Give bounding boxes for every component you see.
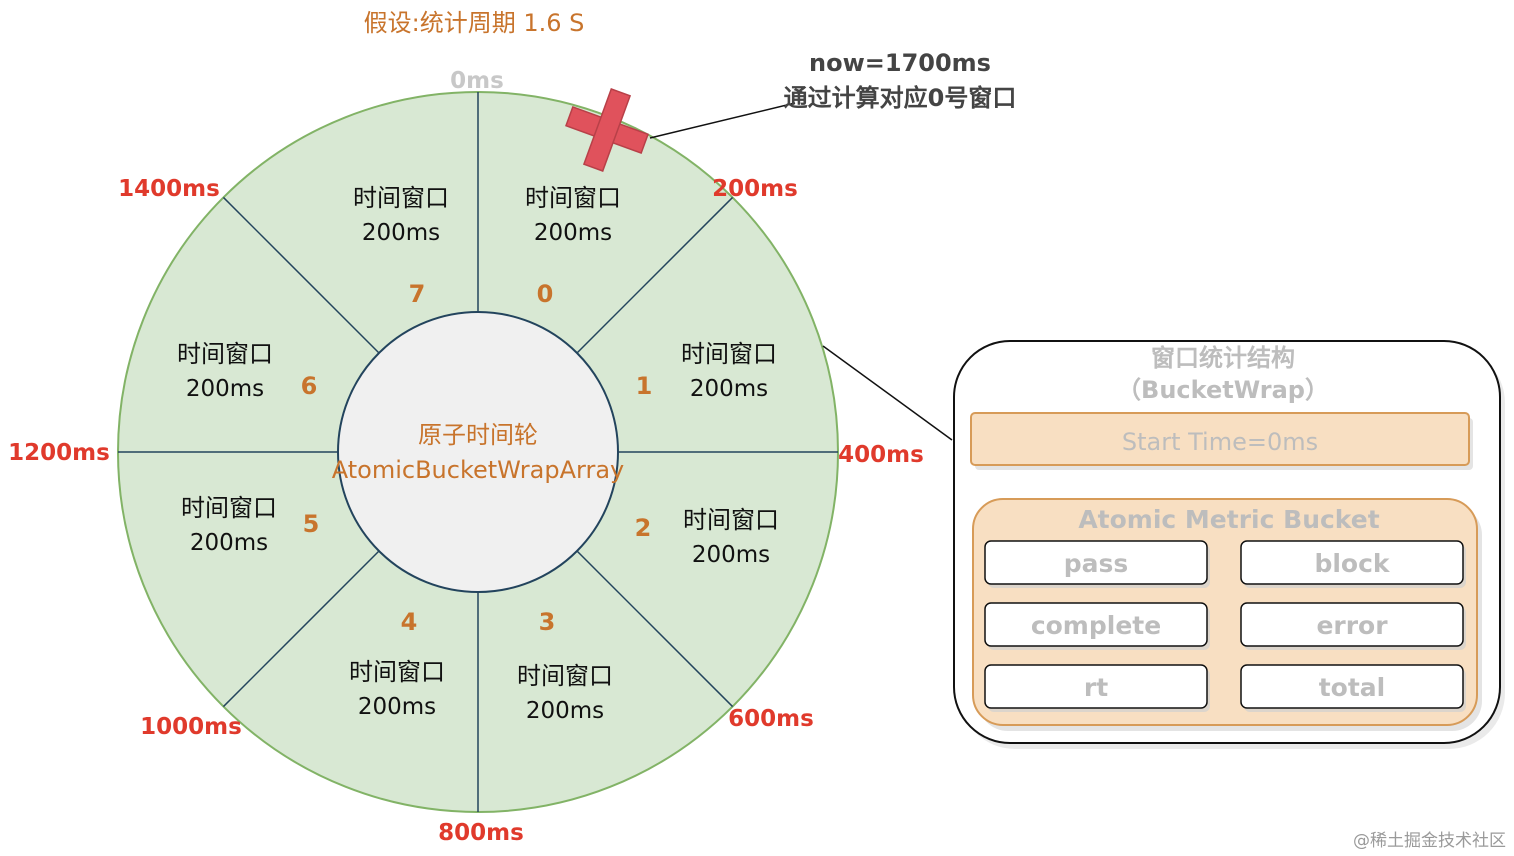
window-index: 5 [303,510,320,538]
window-title: 时间窗口 [181,494,277,522]
window-slot-3: 时间窗口 200ms 3 [517,608,613,724]
now-pointer-line [649,102,796,139]
window-slot-7: 时间窗口 200ms 7 [353,184,449,308]
window-title: 时间窗口 [525,184,621,212]
window-size: 200ms [534,220,612,246]
window-size: 200ms [692,542,770,568]
bucket-wrap-panel: 窗口统计结构 （BucketWrap） Start Time=0ms Atomi… [953,340,1505,749]
now-label: now=1700ms [809,49,991,77]
cross-icon [565,88,649,172]
metric-field-complete: complete [984,602,1210,650]
boundary-label-4: 800ms [438,820,524,846]
panel-subtitle: （BucketWrap） [1117,376,1329,404]
window-title: 时间窗口 [349,658,445,686]
spoke-line [222,196,380,354]
hub-name: 原子时间轮 [418,421,538,449]
boundary-label-5: 1000ms [140,714,242,740]
boundary-label-6: 1200ms [8,440,110,466]
metric-field-rt: rt [984,664,1210,712]
start-time-text: Start Time=0ms [1122,428,1318,456]
spoke-line [576,550,734,708]
start-time-box: Start Time=0ms [970,412,1473,470]
window-size: 200ms [190,530,268,556]
window-slot-2: 时间窗口 200ms 2 [635,506,779,568]
boundary-label-0: 0ms [450,68,504,94]
diagram-title: 假设:统计周期 1.6 S [364,9,585,37]
window-index: 2 [635,514,652,542]
panel-connector-line [822,345,953,441]
window-index: 7 [409,280,426,308]
wheel-spokes [118,92,838,812]
window-slot-5: 时间窗口 200ms 5 [181,494,319,556]
time-wheel: 原子时间轮 AtomicBucketWrapArray [117,91,839,813]
window-title: 时间窗口 [177,340,273,368]
window-size: 200ms [690,376,768,402]
window-slot-0: 时间窗口 200ms 0 [525,184,621,308]
atomic-metric-bucket: Atomic Metric Bucket pass block complete… [972,498,1482,731]
window-index: 4 [401,608,418,636]
metric-label: block [1314,549,1390,578]
metric-field-pass: pass [984,540,1210,588]
wheel-hub [337,311,619,593]
mapping-label: 通过计算对应0号窗口 [784,84,1017,112]
metric-label: complete [1031,611,1161,640]
metric-label: total [1319,673,1386,702]
window-index: 6 [301,372,318,400]
boundary-labels: 0ms 200ms 400ms 600ms 800ms 1000ms 1200m… [8,68,924,846]
window-title: 时间窗口 [683,506,779,534]
metric-label: error [1316,611,1388,640]
window-index: 3 [539,608,556,636]
window-size: 200ms [358,694,436,720]
watermark: @稀土掘金技术社区 [1353,831,1506,851]
metric-label: pass [1064,549,1129,578]
window-slot-6: 时间窗口 200ms 6 [177,340,317,402]
spoke-line [576,196,734,354]
window-title: 时间窗口 [353,184,449,212]
window-index: 1 [636,372,653,400]
panel-title: 窗口统计结构 [1151,344,1295,372]
window-slot-4: 时间窗口 200ms 4 [349,608,445,720]
boundary-label-2: 400ms [838,442,924,468]
window-size: 200ms [186,376,264,402]
metric-label: rt [1084,673,1108,702]
window-title: 时间窗口 [517,662,613,690]
window-size: 200ms [362,220,440,246]
spoke-line [222,550,380,708]
boundary-label-7: 1400ms [118,176,220,202]
window-slot-1: 时间窗口 200ms 1 [636,340,777,402]
boundary-label-3: 600ms [728,706,814,732]
metric-field-block: block [1240,540,1466,588]
boundary-label-1: 200ms [712,176,798,202]
window-title: 时间窗口 [681,340,777,368]
window-size: 200ms [526,698,604,724]
bucket-title: Atomic Metric Bucket [1078,505,1379,534]
hub-class: AtomicBucketWrapArray [332,456,625,484]
metric-field-error: error [1240,602,1466,650]
metric-field-total: total [1240,664,1466,712]
window-index: 0 [537,280,554,308]
